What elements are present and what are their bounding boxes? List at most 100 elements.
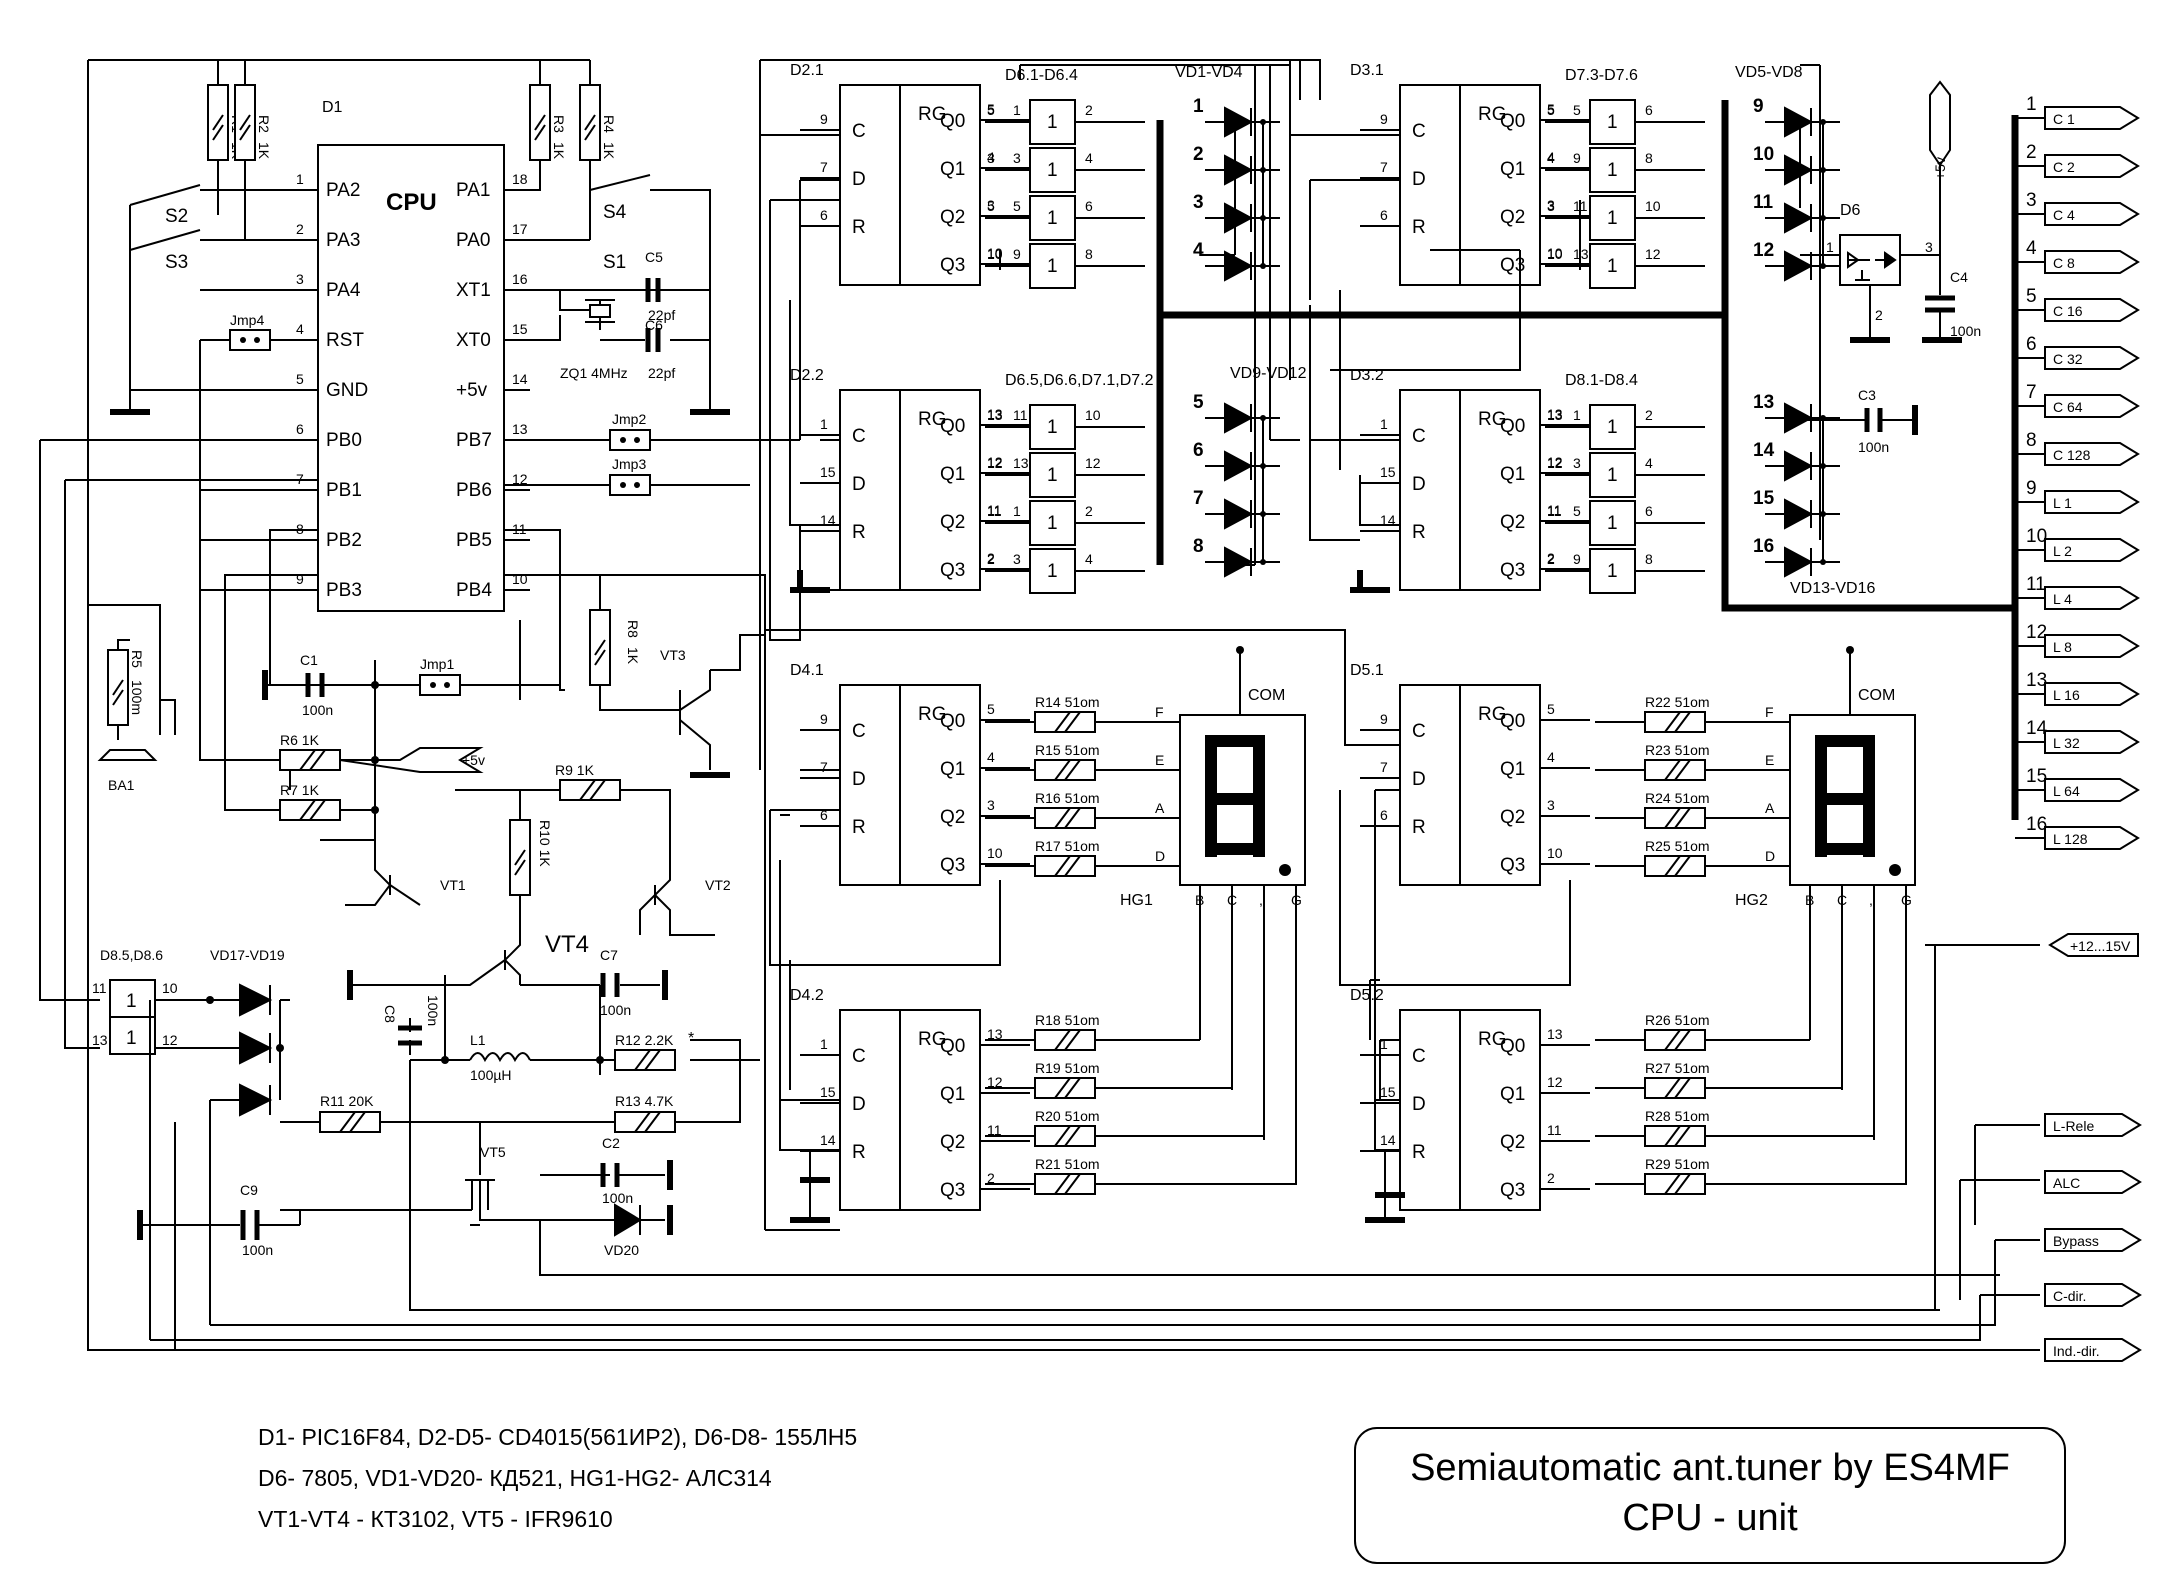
notes: D1- PIC16F84, D2-D5- CD4015(561ИР2), D6-… <box>258 1424 857 1532</box>
aux-wiring <box>87 845 2040 1351</box>
register-ref: D2.2 <box>790 367 824 384</box>
display-segment-letter: D <box>1765 848 1775 864</box>
register-pin-number: 9 <box>1380 711 1388 727</box>
cpu-pin-number: 16 <box>512 271 528 287</box>
register-output-name: Q3 <box>1500 560 1525 581</box>
register-output-name: Q2 <box>940 512 965 533</box>
cpu-pin-number: 18 <box>512 171 528 187</box>
register-output-name: Q1 <box>940 159 965 180</box>
diode-number: 16 <box>1753 536 1774 557</box>
svg-text:VD20: VD20 <box>604 1242 639 1258</box>
display-resistor: R18 51om <box>1035 1012 1100 1028</box>
connector-pin: 2C 2 <box>2015 142 2140 178</box>
register-input-name: R <box>852 817 866 838</box>
diode-number: 10 <box>1753 144 1774 165</box>
display-pin-letter: , <box>1259 892 1263 908</box>
buffer-pin-in: 11 <box>1547 503 1562 519</box>
svg-text:+5v: +5v <box>1932 157 1948 180</box>
svg-text:R4: R4 <box>601 115 617 133</box>
svg-text:R10 1K: R10 1K <box>537 820 553 867</box>
register-output-name: Q1 <box>940 1084 965 1105</box>
connector-pin: 12 L 8 <box>2015 622 2140 658</box>
register-pin-number: 2 <box>987 1170 995 1186</box>
buffer-glyph: 1 <box>1047 112 1058 133</box>
register-output-name: Q2 <box>940 1132 965 1153</box>
register-output-name: Q3 <box>940 255 965 276</box>
register-input-name: C <box>852 121 866 142</box>
display-resistor: R29 51om <box>1645 1156 1710 1172</box>
buffer-pin-a: 1 <box>1573 407 1581 423</box>
svg-text:100n: 100n <box>425 995 441 1026</box>
register-pin-number: 13 <box>1547 1026 1563 1042</box>
connector-aux: L-Rele <box>2044 1113 2142 1137</box>
display-segment <box>1815 797 1827 857</box>
display-segment <box>1205 797 1217 857</box>
connector-pin-number: 2 <box>2026 142 2037 163</box>
register-pin-number: 9 <box>820 711 828 727</box>
buffer-pin-in: 5 <box>987 102 995 118</box>
register-ref: D5.1 <box>1350 662 1384 679</box>
register-output-name: Q3 <box>1500 1180 1525 1201</box>
connector-pin-number: 14 <box>2026 718 2048 739</box>
svg-text:S3: S3 <box>165 252 188 273</box>
cpu-pin-number: 5 <box>296 371 304 387</box>
c1-jmp1-r6-r7: C1 100n Jmp1 R6 1K R7 1K +5v <box>200 652 560 841</box>
register-output-name: Q3 <box>1500 855 1525 876</box>
svg-text:R7 1K: R7 1K <box>280 782 320 798</box>
register-input-name: R <box>1412 217 1426 238</box>
display-segment <box>1863 797 1875 857</box>
buffer-pin-in: 13 <box>1547 407 1563 423</box>
svg-text:1: 1 <box>126 991 137 1012</box>
register-input-name: D <box>1412 1094 1426 1115</box>
svg-text:C7: C7 <box>600 947 618 963</box>
svg-text:Jmp2: Jmp2 <box>612 411 646 427</box>
diode-number: 8 <box>1193 536 1204 557</box>
bias-stage: 1 1 11 10 13 12 D8.5,D8.6 VD17-VD19 R11 … <box>92 947 2000 1276</box>
buffer-pin-out: 4 <box>1645 455 1653 471</box>
buffer-glyph: 1 <box>1047 256 1058 277</box>
connector-pin-number: 12 <box>2026 622 2047 643</box>
connector-pin-number: 10 <box>2026 526 2047 547</box>
svg-text:100µH: 100µH <box>470 1067 512 1083</box>
buffer-glyph: 1 <box>1047 208 1058 229</box>
jumper-jmp4: Jmp4 <box>229 312 318 351</box>
display-segment-letter: D <box>1155 848 1165 864</box>
resistor-r4: R4 1K <box>579 84 617 161</box>
svg-text:C1: C1 <box>300 652 318 668</box>
register-pin-number: 7 <box>820 159 828 175</box>
regulator-d6: D6 1 2 3 +5v C4 100n C3 100n <box>1800 80 1981 455</box>
connector-aux: ALC <box>2044 1170 2142 1194</box>
register-input-name: R <box>852 522 866 543</box>
register-rg: RG <box>918 409 947 430</box>
svg-text:VT1: VT1 <box>440 877 466 893</box>
buffer-glyph: 1 <box>1607 112 1618 133</box>
connector-pin-label: L 8 <box>2053 639 2072 655</box>
register-output-name: Q1 <box>1500 159 1525 180</box>
register-pin-number: 3 <box>987 797 995 813</box>
buffer-pin-a: 5 <box>1013 198 1021 214</box>
register-output-name: Q1 <box>940 464 965 485</box>
svg-text:100m: 100m <box>129 680 145 715</box>
register-pin-number: 5 <box>1547 701 1555 717</box>
register-pin-number: 15 <box>1380 464 1396 480</box>
display-resistor: R24 51om <box>1645 790 1710 806</box>
diode <box>1765 106 1840 138</box>
diode <box>1205 498 1280 530</box>
cpu-pin-number: 9 <box>296 571 304 587</box>
transistor-vt3: R8 1K VT3 <box>589 575 765 778</box>
connector-pin-label: L 1 <box>2053 495 2072 511</box>
register-pin-number: 4 <box>1547 749 1555 765</box>
display-resistor: R17 51om <box>1035 838 1100 854</box>
connector-pin-label: C 8 <box>2053 255 2075 271</box>
buffer-pin-a: 3 <box>1013 150 1021 166</box>
cpu-pin-number: 14 <box>512 371 528 387</box>
svg-text:+5v: +5v <box>462 752 485 768</box>
